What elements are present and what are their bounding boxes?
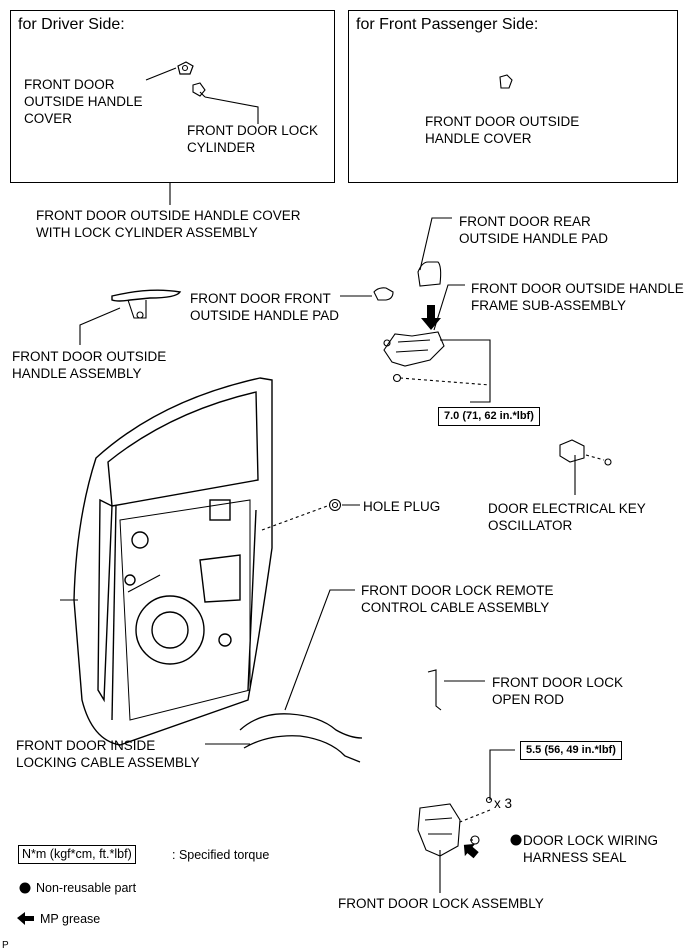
lock-assembly-label: FRONT DOOR LOCK ASSEMBLY	[338, 896, 544, 911]
leader-torque-lock	[489, 749, 515, 800]
legend-non-reusable: Non-reusable part	[36, 881, 137, 895]
front-pad-label: FRONT DOOR FRONT OUTSIDE HANDLE PAD	[190, 291, 340, 323]
leader-hole-plug-dashed	[261, 504, 331, 531]
grease-arrow-icon-lock	[463, 843, 479, 859]
wiring-seal-label: DOOR LOCK WIRING HARNESS SEAL	[523, 833, 659, 865]
cover-assembly-label: FRONT DOOR OUTSIDE HANDLE COVER WITH LOC…	[36, 208, 301, 240]
leader-remote-cable	[284, 589, 355, 711]
non-reusable-legend-icon	[19, 882, 31, 894]
leader-driver-cover	[145, 67, 177, 81]
passenger-cover-label: FRONT DOOR OUTSIDE HANDLE COVER	[425, 114, 580, 146]
legend-torque-desc: : Specified torque	[172, 848, 270, 862]
footer-code: P	[2, 940, 9, 951]
legend-mp-grease: MP grease	[40, 912, 101, 926]
frame-label: FRONT DOOR OUTSIDE HANDLE FRAME SUB-ASSE…	[471, 281, 684, 313]
passenger-side-box	[348, 10, 678, 183]
legend-torque-unit: N*m (kgf*cm, ft.*lbf)	[18, 845, 136, 864]
grease-arrow-icon-frame	[421, 305, 441, 330]
leader-torque-frame	[440, 339, 491, 403]
inside-cable-label: FRONT DOOR INSIDE LOCKING CABLE ASSEMBLY	[16, 738, 200, 770]
key-oscillator-label: DOOR ELECTRICAL KEY OSCILLATOR	[488, 501, 646, 533]
driver-side-box	[10, 10, 335, 183]
handle-assembly-label: FRONT DOOR OUTSIDE HANDLE ASSEMBLY	[12, 349, 167, 381]
lock-cylinder-label: FRONT DOOR LOCK CYLINDER	[187, 123, 319, 155]
driver-cover-label: FRONT DOOR OUTSIDE HANDLE COVER	[24, 77, 143, 126]
hole-plug-label: HOLE PLUG	[363, 499, 441, 514]
driver-side-header: for Driver Side:	[18, 16, 125, 33]
non-reusable-icon-seal	[510, 834, 522, 846]
grease-legend-arrow-icon	[17, 912, 34, 925]
passenger-side-header: for Front Passenger Side:	[356, 16, 539, 33]
frame-torque-box: 7.0 (71, 62 in.*lbf)	[438, 407, 540, 426]
remote-cable-label: FRONT DOOR LOCK REMOTE CONTROL CABLE ASS…	[361, 583, 554, 615]
open-rod-label: FRONT DOOR LOCK OPEN ROD	[492, 675, 624, 707]
quantity-label: x 3	[494, 796, 513, 811]
lock-torque-box: 5.5 (56, 49 in.*lbf)	[520, 741, 622, 760]
leader-bolt-dashed	[399, 377, 491, 386]
leader-frame	[433, 284, 465, 331]
rear-pad-label: FRONT DOOR REAR OUTSIDE HANDLE PAD	[459, 214, 609, 246]
leader-rear-pad	[419, 217, 452, 271]
leader-lock-cylinder	[204, 96, 259, 124]
leader-handle-assembly	[79, 307, 121, 345]
door-panel-drawing	[73, 377, 273, 746]
